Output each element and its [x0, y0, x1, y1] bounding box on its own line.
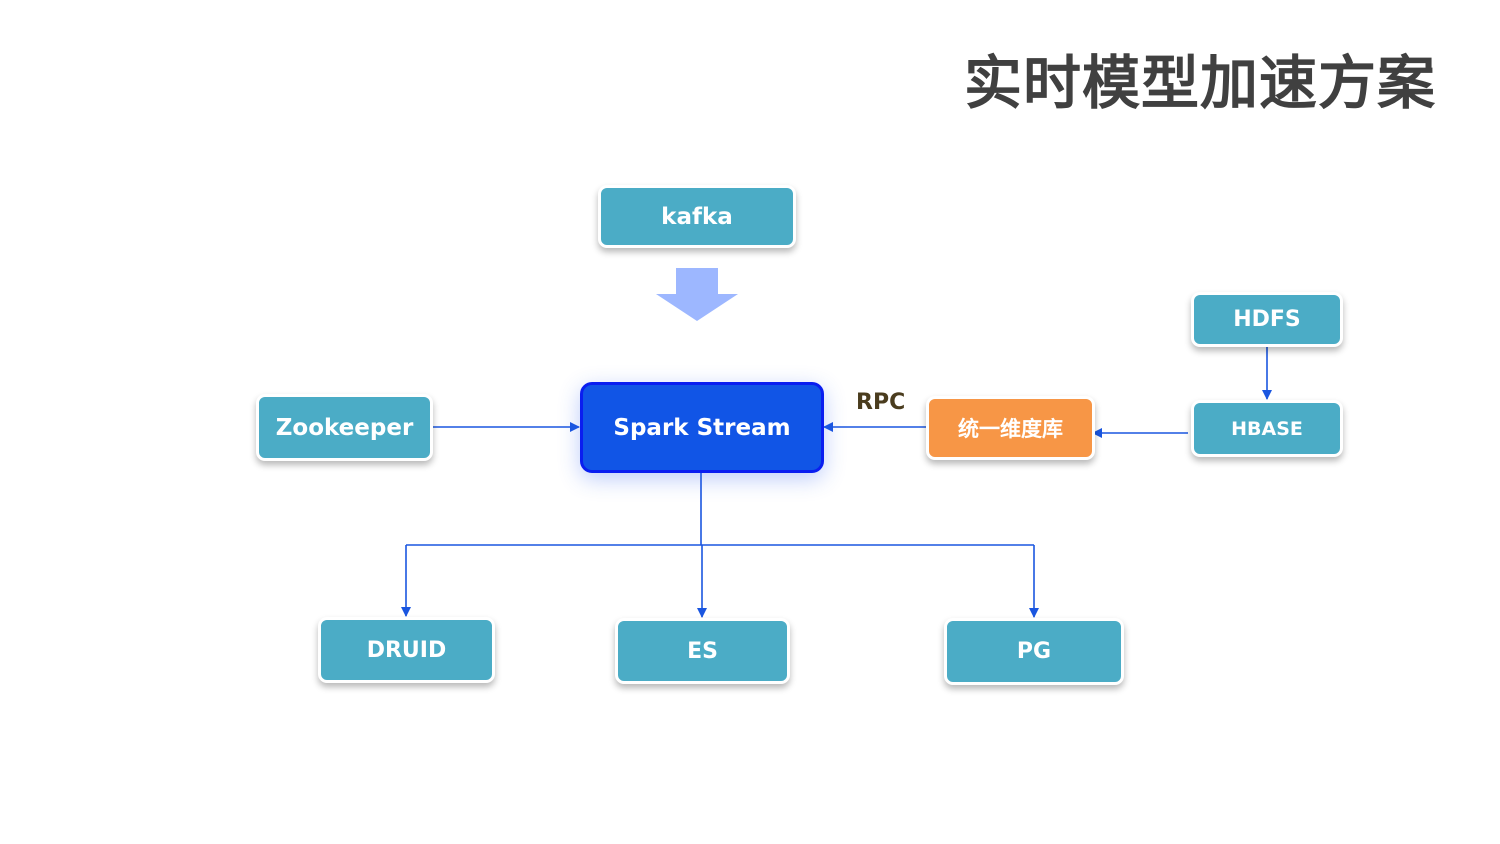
page-title: 实时模型加速方案 [963, 49, 1436, 117]
node-hdfs[interactable]: HDFS [1191, 292, 1343, 347]
node-zookeeper-label: Zookeeper [275, 414, 414, 441]
node-kafka[interactable]: kafka [598, 185, 796, 248]
node-pg-label: PG [1016, 639, 1052, 664]
node-dimension-store[interactable]: 统一维度库 [926, 396, 1095, 460]
node-spark-stream-label: Spark Stream [613, 414, 791, 441]
node-hdfs-label: HDFS [1233, 307, 1301, 332]
node-druid[interactable]: DRUID [318, 617, 495, 683]
node-zookeeper[interactable]: Zookeeper [256, 394, 433, 461]
node-es-label: ES [687, 638, 718, 664]
node-hbase-label: HBASE [1231, 417, 1303, 440]
big-down-arrow-icon [656, 268, 738, 321]
node-druid-label: DRUID [366, 637, 447, 663]
node-kafka-label: kafka [661, 203, 733, 230]
node-es[interactable]: ES [615, 618, 790, 684]
node-hbase[interactable]: HBASE [1191, 400, 1343, 457]
edge-label-rpc: RPC [856, 390, 906, 415]
node-dimension-store-label: 统一维度库 [958, 417, 1063, 441]
node-spark-stream[interactable]: Spark Stream [580, 382, 824, 473]
node-pg[interactable]: PG [944, 618, 1124, 685]
